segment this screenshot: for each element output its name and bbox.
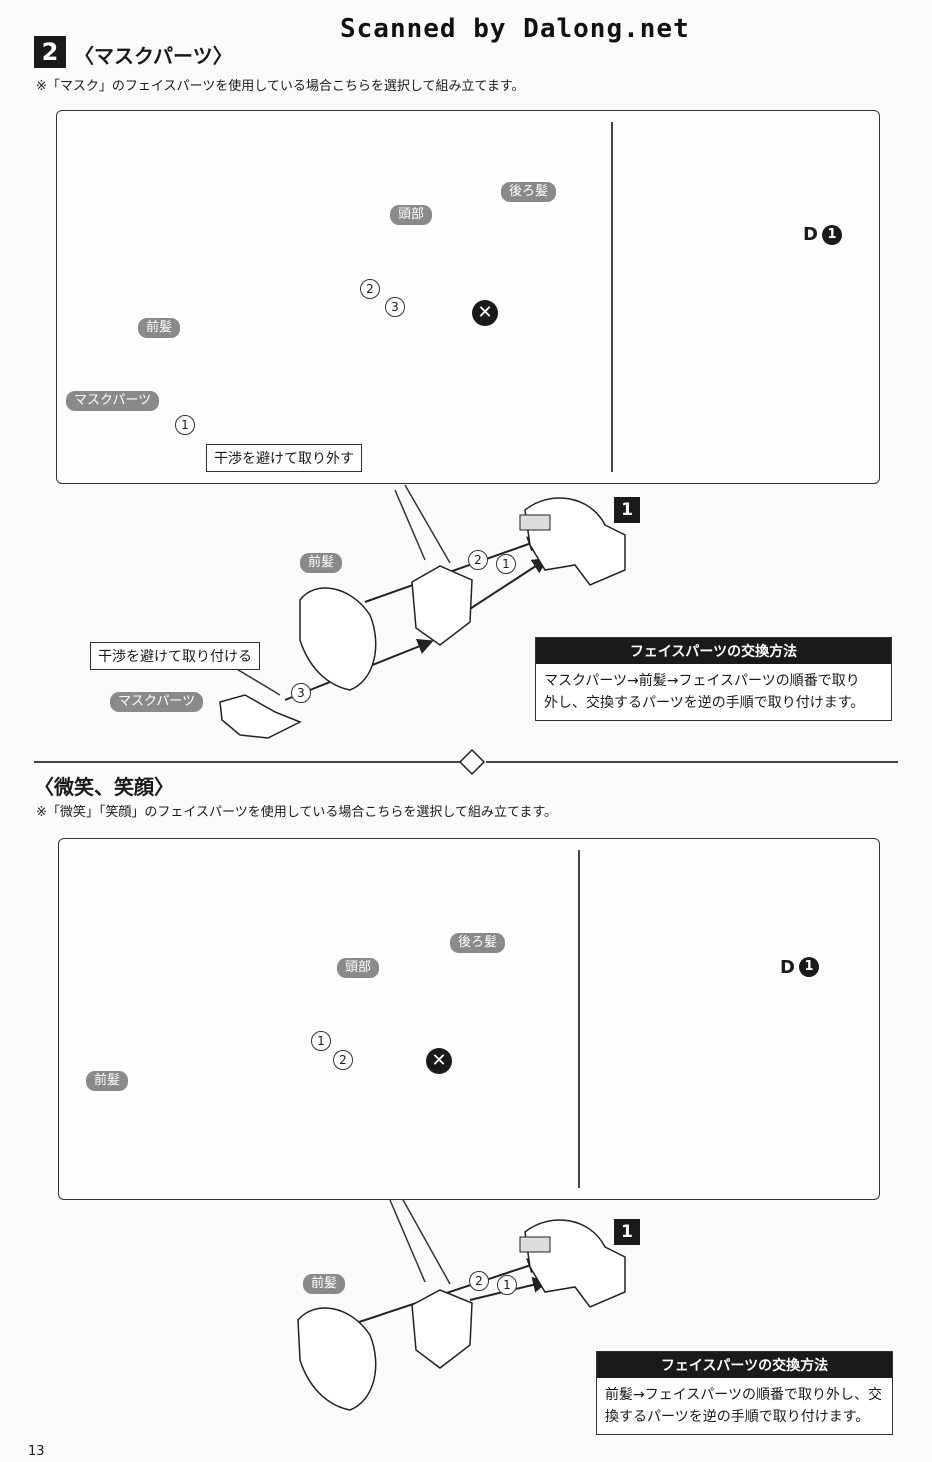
section-title-mask: 〈マスクパーツ〉	[74, 44, 233, 68]
panel-divider	[611, 122, 613, 472]
section-note-smile: ※「微笑」「笑顔」のフェイスパーツを使用している場合こちらを選択して組み立てます…	[36, 805, 558, 820]
assembly-step-circle-1: 1	[496, 554, 516, 574]
assembly-step-circle-2-b: 2	[469, 1271, 489, 1291]
panel-divider-2	[578, 850, 580, 1188]
section-note-mask: ※「マスク」のフェイスパーツを使用している場合こちらを選択して組み立てます。	[36, 79, 525, 94]
info-box-line: 前髪→フェイスパーツの順番で取り外し、交	[605, 1387, 883, 1403]
label-front-hair-2: 前髪	[86, 1071, 129, 1091]
page-number: 13	[28, 1444, 45, 1459]
assembly-head	[519, 497, 626, 586]
assembly-front-hair-2	[297, 1307, 377, 1411]
section-title-smile: 〈微笑、笑顔〉	[34, 775, 174, 799]
assembly-face-2	[411, 1289, 473, 1369]
assembly-step-number: 1	[614, 497, 640, 523]
callout-attach: 干渉を避けて取り付ける	[90, 642, 260, 670]
assembly-front-hair	[299, 587, 377, 691]
assembly-label-front-hair: 前髪	[300, 553, 343, 573]
x-mark-icon: ✕	[472, 300, 498, 326]
step-circle-3: 3	[385, 297, 405, 317]
callout-remove: 干渉を避けて取り外す	[206, 444, 362, 472]
label-front-hair: 前髪	[138, 318, 181, 338]
info-box-line: マスクパーツ→前髪→フェイスパーツの順番で取り	[544, 673, 860, 689]
assembly-step-circle-2: 2	[468, 550, 488, 570]
divider-line-right	[486, 761, 898, 763]
step-circle-2-b: 2	[333, 1050, 353, 1070]
info-box-mask: フェイスパーツの交換方法 マスクパーツ→前髪→フェイスパーツの順番で取り 外し、…	[535, 637, 892, 721]
d-part-number: 1	[822, 225, 842, 245]
assembly-step-circle-3: 3	[291, 683, 311, 703]
divider-line-left	[34, 761, 460, 763]
alternate-icon	[458, 748, 486, 776]
assembly-head-2	[519, 1219, 626, 1308]
assembly-mask	[219, 694, 302, 739]
label-back-hair-2: 後ろ髪	[450, 933, 506, 953]
x-mark-icon-2: ✕	[426, 1048, 452, 1074]
assembly-face	[411, 565, 473, 646]
step-circle-2: 2	[360, 279, 380, 299]
d-part-number-2: 1	[799, 957, 819, 977]
assembly-step-circle-1-b: 1	[497, 1275, 517, 1295]
step-circle-1: 1	[175, 415, 195, 435]
step-circle-1-b: 1	[311, 1031, 331, 1051]
info-box-line: 換するパーツを逆の手順で取り付けます。	[605, 1409, 870, 1425]
assembly-label-front-hair-2: 前髪	[303, 1274, 346, 1294]
assembly-step-number-2: 1	[614, 1219, 640, 1245]
label-back-hair: 後ろ髪	[501, 182, 557, 202]
info-box-title-2: フェイスパーツの交換方法	[597, 1352, 892, 1378]
d-part-label-2: D	[780, 957, 795, 978]
label-mask-parts: マスクパーツ	[66, 391, 160, 411]
label-head: 頭部	[390, 205, 433, 225]
info-box-title: フェイスパーツの交換方法	[536, 638, 891, 664]
watermark: Scanned by Dalong.net	[340, 14, 690, 44]
smile-panel	[58, 838, 880, 1200]
step-number: 2	[34, 36, 66, 68]
label-head-2: 頭部	[337, 958, 380, 978]
info-box-line: 外し、交換するパーツを逆の手順で取り付けます。	[544, 695, 865, 711]
d-part-label: D	[803, 224, 818, 245]
info-box-smile: フェイスパーツの交換方法 前髪→フェイスパーツの順番で取り外し、交 換するパーツ…	[596, 1351, 893, 1435]
assembly-label-mask-parts: マスクパーツ	[110, 692, 204, 712]
